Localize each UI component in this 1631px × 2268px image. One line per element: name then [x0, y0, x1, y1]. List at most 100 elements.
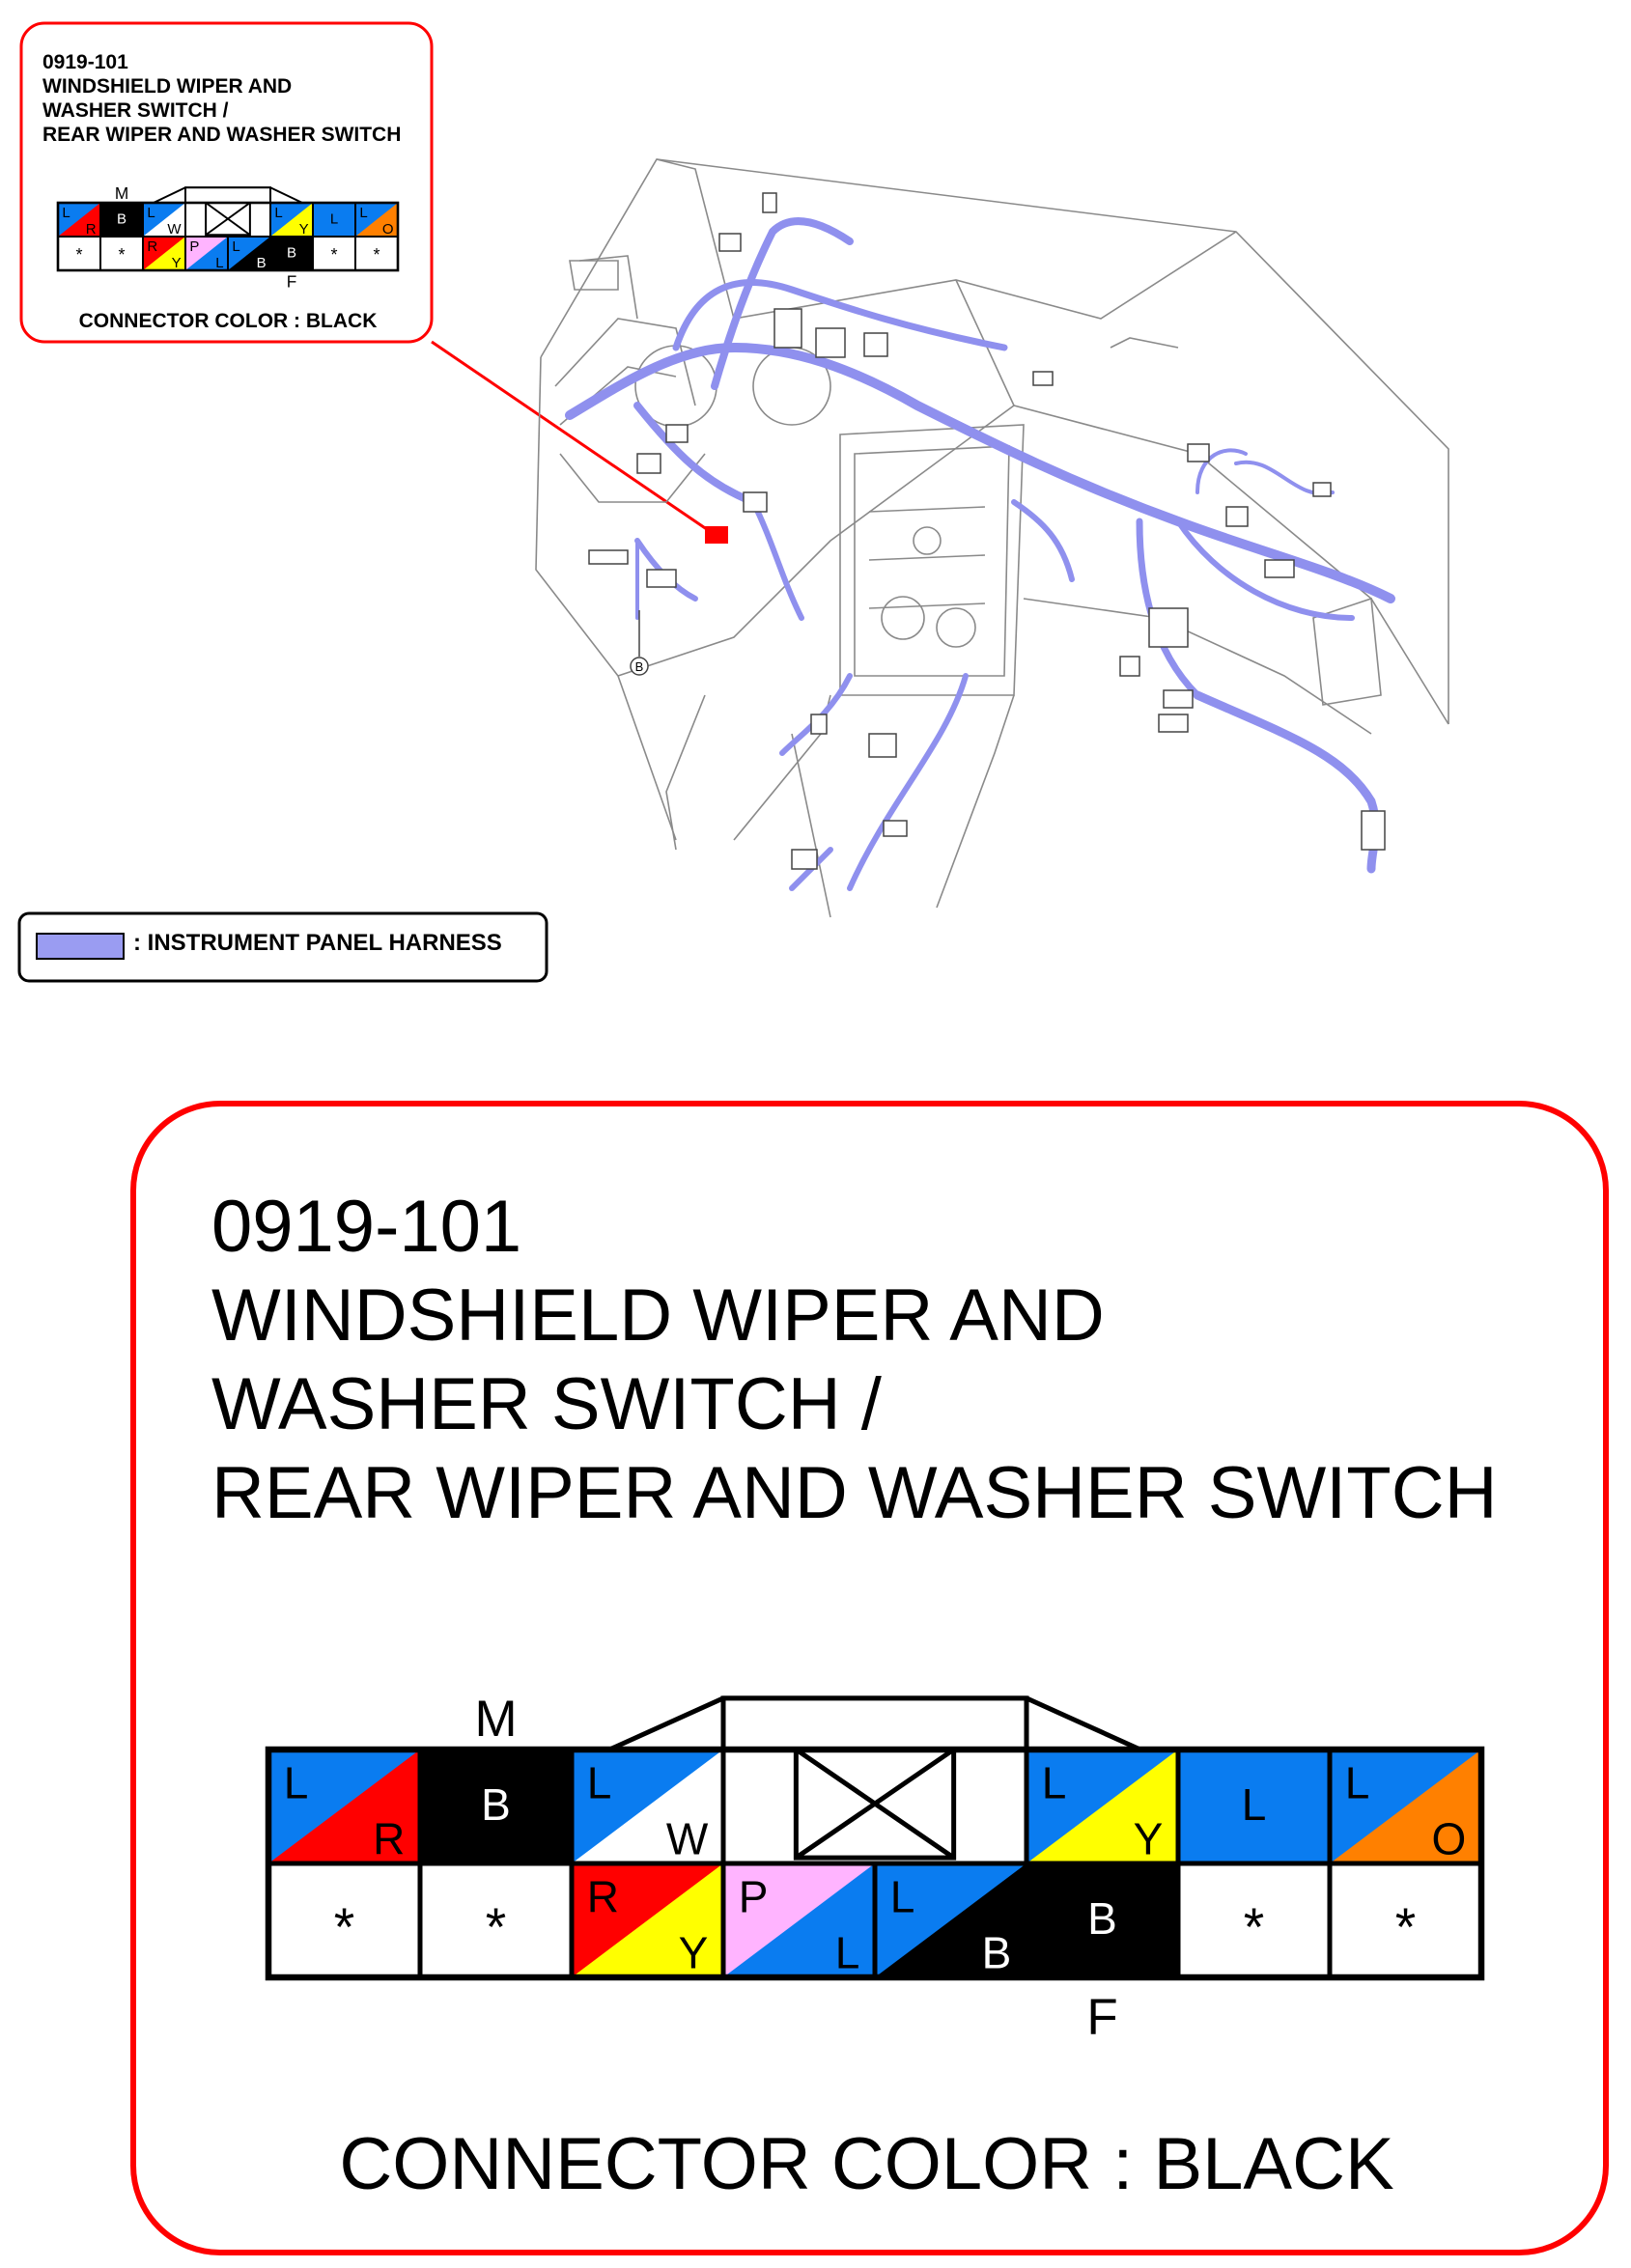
small-bottom-pin-7: *: [312, 236, 356, 271]
legend-harness-swatch: [36, 933, 125, 960]
small-top-pin-2-code: B: [117, 211, 127, 228]
small-bottom-pin-1-fill: [58, 237, 100, 270]
small-bottom-pin-2-fill: [100, 237, 143, 270]
small-bottom-pin-5-code-1: L: [232, 238, 239, 255]
large-top-pin-6-fill: [1178, 1750, 1330, 1863]
large-bottom-pin-2: *: [417, 1861, 575, 1980]
small-top-pin-3-code-2: W: [167, 221, 182, 238]
small-top-pin-1-code-2: R: [86, 221, 97, 238]
large-bottom-pin-3-fill-1: [572, 1863, 723, 1977]
harness-connectors: [588, 192, 1386, 870]
large-bottom-pin-1-fill: [268, 1863, 420, 1977]
large-bottom-pin-6-fill: [1026, 1863, 1178, 1977]
small-bottom-pin-3-fill-1: [143, 237, 185, 270]
small-top-pin-1: LR: [57, 202, 101, 238]
large-title-line-2: WASHER SWITCH /: [211, 1363, 882, 1445]
connector-location-marker: [705, 526, 728, 544]
small-top-pin-5-code-1: L: [274, 205, 282, 221]
large-top-pin-7-code-2: O: [1432, 1814, 1467, 1864]
large-bottom-pin-4-code-2: L: [835, 1928, 860, 1978]
small-bottom-pin-6-fill: [270, 237, 313, 270]
large-connector-color-label: CONNECTOR COLOR : BLACK: [339, 2123, 1394, 2205]
large-top-pin-5-fill-1: [1026, 1750, 1178, 1863]
large-top-pin-3-fill-1: [572, 1750, 723, 1863]
large-top-pin-5-code-1: L: [1042, 1758, 1067, 1808]
large-bottom-pin-1-code: *: [334, 1897, 354, 1957]
callout-leader-line: [431, 340, 717, 538]
callout-marker-text: B: [635, 659, 644, 674]
large-title-line-3: REAR WIPER AND WASHER SWITCH: [211, 1452, 1498, 1534]
small-bottom-pin-4-code-2: L: [215, 255, 223, 271]
small-bottom-pin-3: RY: [142, 236, 186, 271]
large-top-pin-2: B: [417, 1747, 575, 1866]
large-top-pin-7: LO: [1327, 1747, 1484, 1866]
small-bottom-pin-7-fill: [313, 237, 355, 270]
small-top-pin-7-code-1: L: [359, 205, 367, 221]
small-top-pin-2: B: [99, 202, 144, 238]
large-bottom-pin-8-fill: [1330, 1863, 1481, 1977]
small-bottom-pin-5: LB: [227, 236, 271, 271]
small-marker-top: M: [115, 183, 128, 203]
large-top-pin-1-fill-1: [268, 1750, 420, 1863]
small-bottom-pin-3-code-1: R: [147, 238, 157, 255]
large-bottom-pin-5: LB: [872, 1861, 1029, 1980]
small-bottom-pin-5-fill-1: [228, 237, 270, 270]
small-bottom-pin-7-code: *: [330, 245, 337, 265]
large-bottom-pin-3-code-2: Y: [679, 1928, 709, 1978]
small-title-line-2: WASHER SWITCH /: [42, 99, 229, 122]
small-bottom-pin-2: *: [99, 236, 144, 271]
small-top-pin-2-fill: [100, 203, 143, 237]
large-marker-top: M: [474, 1691, 517, 1748]
small-top-pin-6-code: L: [330, 211, 338, 228]
large-top-pin-3: LW: [569, 1747, 726, 1866]
large-bottom-pin-3: RY: [569, 1861, 726, 1980]
small-bottom-pin-2-code: *: [118, 245, 125, 265]
small-top-pin-7-code-2: O: [382, 221, 394, 238]
instrument-panel-drawing: [535, 158, 1449, 918]
small-top-pin-5: LY: [269, 202, 314, 238]
small-top-pin-3-code-1: L: [147, 205, 155, 221]
small-top-pin-5-fill-1: [270, 203, 313, 237]
small-bottom-pin-8-fill: [355, 237, 398, 270]
large-top-pin-7-code-1: L: [1345, 1758, 1370, 1808]
large-bottom-pin-2-code: *: [486, 1897, 506, 1957]
small-outer-border: [56, 201, 400, 272]
legend-box: [17, 911, 548, 983]
small-top-pin-3-fill-1: [143, 203, 185, 237]
large-bottom-pin-7: *: [1175, 1861, 1333, 1980]
small-bottom-pin-1: *: [57, 236, 101, 271]
large-outer-border: [265, 1746, 1485, 1981]
large-top-pin-7-fill-1: [1330, 1750, 1481, 1863]
small-callout-title: 0919-101 WINDSHIELD WIPER AND WASHER SWI…: [42, 50, 401, 147]
large-bottom-pin-4-fill-1: [723, 1863, 875, 1977]
callout-marker-circle: [630, 657, 649, 676]
large-marker-bottom: F: [1086, 1989, 1117, 2046]
small-top-pin-6: L: [312, 202, 356, 238]
small-bottom-pin-4-code-1: P: [189, 238, 199, 255]
small-title-line-1: WINDSHIELD WIPER AND: [42, 75, 293, 98]
small-marker-bottom: F: [287, 272, 297, 292]
small-bottom-pin-1-code: *: [75, 245, 82, 265]
large-bottom-pin-7-fill: [1178, 1863, 1330, 1977]
large-top-pin-6: L: [1175, 1747, 1333, 1866]
large-top-pin-4: [720, 1695, 1029, 1866]
small-top-pin-1-fill-1: [58, 203, 100, 237]
small-top-pin-6-fill: [313, 203, 355, 237]
small-bottom-pin-4-fill-1: [185, 237, 228, 270]
small-top-pin-4: [184, 186, 271, 238]
large-top-pin-1-code-2: R: [373, 1814, 405, 1864]
large-bottom-pin-2-fill: [420, 1863, 572, 1977]
large-title-line-1: WINDSHIELD WIPER AND: [211, 1274, 1105, 1357]
large-top-pin-1-code-1: L: [284, 1758, 309, 1808]
large-lock-cross-b: [794, 1747, 956, 1861]
large-bottom-pin-4-code-1: P: [739, 1872, 769, 1922]
small-top-pin-3: LW: [142, 202, 186, 238]
small-connector-color-label: CONNECTOR COLOR : BLACK: [78, 310, 378, 332]
small-top-pin-1-code-1: L: [62, 205, 70, 221]
large-top-pin-5-code-2: Y: [1134, 1814, 1164, 1864]
small-bottom-pin-5-code-2: B: [257, 255, 267, 271]
small-top-pin-7: LO: [354, 202, 399, 238]
